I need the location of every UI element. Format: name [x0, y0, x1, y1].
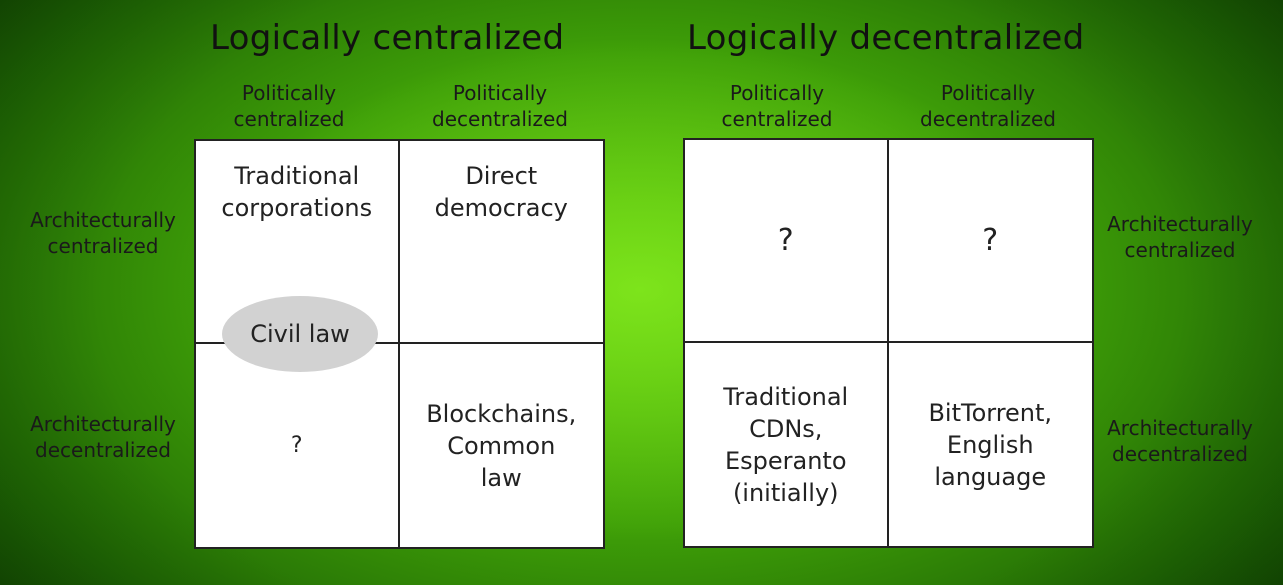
- cell-text: Blockchains, Common law: [426, 399, 577, 492]
- cell-text: Traditional CDNs, Esperanto (initially): [723, 382, 849, 507]
- cell-unknown: ?: [196, 344, 400, 547]
- matrix-logically-centralized: Traditional corporations Direct democrac…: [194, 139, 605, 549]
- cell-unknown: ?: [888, 140, 1092, 343]
- panel-title-logically-centralized: Logically centralized: [210, 18, 565, 58]
- matrix-logically-decentralized: ? ? Traditional CDNs, Esperanto (initial…: [683, 138, 1094, 548]
- cell-text: ?: [777, 222, 794, 258]
- panel-title-logically-decentralized: Logically decentralized: [687, 18, 1085, 58]
- civil-law-bubble: Civil law: [222, 296, 378, 372]
- cell-text: Traditional corporations: [221, 161, 373, 222]
- cell-text: BitTorrent, English language: [928, 398, 1053, 491]
- cell-text: ?: [290, 432, 303, 458]
- cell-traditional-corporations: Traditional corporations: [196, 141, 400, 344]
- col-header-politically-centralized: Politically centralized: [233, 81, 345, 131]
- cell-traditional-cdns-esperanto: Traditional CDNs, Esperanto (initially): [685, 343, 889, 546]
- cell-text: Direct democracy: [434, 161, 568, 222]
- row-header-architecturally-decentralized: Architecturally decentralized: [30, 412, 176, 462]
- cell-unknown: ?: [685, 140, 889, 343]
- row-header-architecturally-centralized: Architecturally centralized: [30, 208, 176, 258]
- row-header-architecturally-decentralized: Architecturally decentralized: [1107, 416, 1253, 466]
- cell-text: ?: [982, 222, 999, 258]
- col-header-politically-decentralized: Politically decentralized: [920, 81, 1056, 131]
- cell-bittorrent-english: BitTorrent, English language: [889, 343, 1093, 546]
- col-header-politically-decentralized: Politically decentralized: [432, 81, 568, 131]
- cell-direct-democracy: Direct democracy: [399, 141, 603, 344]
- cell-blockchains-common-law: Blockchains, Common law: [400, 344, 604, 547]
- row-header-architecturally-centralized: Architecturally centralized: [1107, 212, 1253, 262]
- col-header-politically-centralized: Politically centralized: [721, 81, 833, 131]
